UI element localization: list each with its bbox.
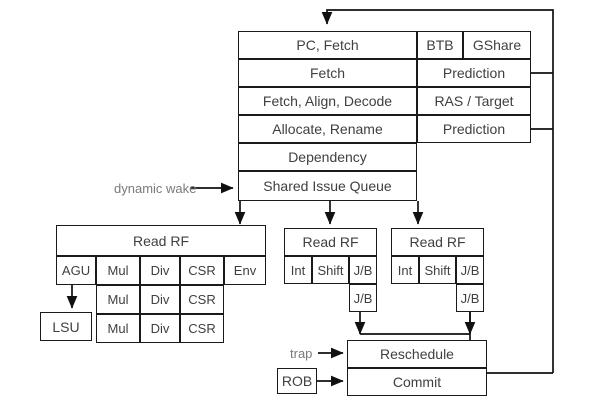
unit-div-2[interactable]: Div — [140, 314, 180, 343]
dynamic-wake-label: dynamic wake — [114, 180, 197, 196]
stage-ras-target-label: RAS / Target — [434, 93, 514, 109]
unit-mul-1[interactable]: Mul — [96, 285, 140, 314]
stage-btb-label: BTB — [426, 37, 454, 53]
int0-unit-int[interactable]: Int — [284, 256, 312, 284]
unit-lsu[interactable]: LSU — [40, 312, 92, 341]
unit-mul-1-label: Mul — [107, 292, 129, 307]
trap-label: trap — [290, 345, 313, 361]
int0-read-rf-label: Read RF — [302, 234, 359, 250]
int0-unit-jb-0-label: J/B — [353, 262, 373, 278]
int0-unit-shift[interactable]: Shift — [312, 256, 349, 284]
unit-mul-2-label: Mul — [107, 321, 129, 336]
unit-csr-2[interactable]: CSR — [180, 314, 224, 343]
unit-csr-0[interactable]: CSR — [180, 256, 224, 285]
unit-csr-0-label: CSR — [188, 263, 216, 278]
reschedule-box[interactable]: Reschedule — [347, 340, 487, 368]
stage-fetch-label: Fetch — [309, 65, 345, 81]
stage-gshare[interactable]: GShare — [463, 31, 531, 59]
unit-div-2-label: Div — [150, 321, 170, 336]
int1-unit-shift-label: Shift — [424, 262, 451, 278]
int1-read-rf[interactable]: Read RF — [391, 228, 484, 256]
stage-gshare-label: GShare — [472, 37, 522, 53]
stage-dependency-label: Dependency — [288, 149, 367, 165]
int1-unit-jb-1-label: J/B — [460, 290, 480, 306]
stage-allocate-rename-label: Allocate, Rename — [272, 121, 383, 137]
unit-mul-2[interactable]: Mul — [96, 314, 140, 343]
unit-env-label: Env — [233, 263, 257, 278]
stage-prediction-1[interactable]: Prediction — [417, 59, 531, 87]
mem-cluster-read-rf-label: Read RF — [132, 232, 190, 249]
stage-fetch[interactable]: Fetch — [238, 59, 417, 87]
stage-prediction-2[interactable]: Prediction — [417, 115, 531, 143]
int1-read-rf-label: Read RF — [409, 234, 466, 250]
int0-unit-int-label: Int — [290, 262, 306, 278]
int0-unit-jb-1-label: J/B — [353, 290, 373, 306]
unit-agu[interactable]: AGU — [56, 256, 96, 285]
unit-div-1[interactable]: Div — [140, 285, 180, 314]
unit-env[interactable]: Env — [224, 256, 266, 285]
stage-fetch-align-decode[interactable]: Fetch, Align, Decode — [238, 87, 417, 115]
rob-label: ROB — [281, 373, 313, 389]
unit-csr-1-label: CSR — [188, 292, 216, 307]
unit-agu-label: AGU — [61, 263, 91, 278]
int0-read-rf[interactable]: Read RF — [284, 228, 377, 256]
int0-unit-jb-0[interactable]: J/B — [349, 256, 377, 284]
int1-unit-jb-0-label: J/B — [460, 262, 480, 278]
unit-div-1-label: Div — [150, 292, 170, 307]
stage-fetch-align-decode-label: Fetch, Align, Decode — [262, 93, 393, 109]
int1-unit-jb-1[interactable]: J/B — [456, 284, 484, 312]
commit-label: Commit — [392, 374, 442, 390]
stage-prediction-1-label: Prediction — [442, 65, 506, 81]
int0-unit-jb-1[interactable]: J/B — [349, 284, 377, 312]
int1-unit-shift[interactable]: Shift — [419, 256, 456, 284]
int0-unit-shift-label: Shift — [317, 262, 344, 278]
unit-csr-1[interactable]: CSR — [180, 285, 224, 314]
stage-shared-issue-queue[interactable]: Shared Issue Queue — [238, 171, 417, 201]
unit-div-0-label: Div — [150, 263, 170, 278]
stage-ras-target[interactable]: RAS / Target — [417, 87, 531, 115]
unit-csr-2-label: CSR — [188, 321, 216, 336]
stage-allocate-rename[interactable]: Allocate, Rename — [238, 115, 417, 143]
unit-mul-0[interactable]: Mul — [96, 256, 140, 285]
unit-lsu-label: LSU — [52, 318, 80, 335]
unit-div-0[interactable]: Div — [140, 256, 180, 285]
commit-box[interactable]: Commit — [347, 368, 487, 396]
stage-shared-issue-queue-label: Shared Issue Queue — [263, 178, 392, 194]
rob-box[interactable]: ROB — [277, 368, 317, 394]
stage-pc-fetch-label: PC, Fetch — [296, 37, 359, 53]
int1-unit-int[interactable]: Int — [391, 256, 419, 284]
stage-btb[interactable]: BTB — [417, 31, 463, 59]
int1-unit-jb-0[interactable]: J/B — [456, 256, 484, 284]
stage-prediction-2-label: Prediction — [442, 121, 506, 137]
reschedule-label: Reschedule — [380, 346, 454, 362]
int1-unit-int-label: Int — [397, 262, 413, 278]
stage-pc-fetch[interactable]: PC, Fetch — [238, 31, 417, 59]
stage-dependency[interactable]: Dependency — [238, 143, 417, 171]
mem-cluster-read-rf[interactable]: Read RF — [56, 225, 266, 256]
unit-mul-0-label: Mul — [107, 263, 129, 278]
